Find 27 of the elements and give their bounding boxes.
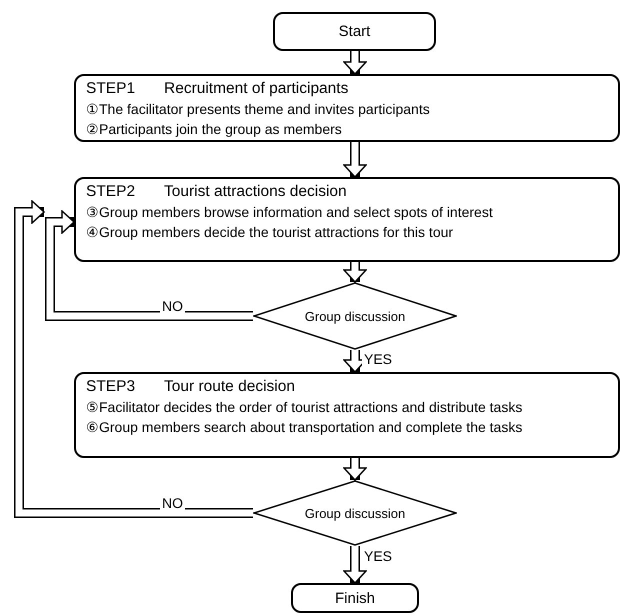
step-title: Recruitment of participants (164, 80, 348, 98)
edge-label: NO (160, 495, 185, 511)
terminal-box (273, 12, 436, 51)
terminal-label: Start (338, 23, 370, 40)
decision-label: Group discussion (304, 506, 406, 520)
step-number: STEP2 (86, 183, 136, 201)
step-box (74, 177, 620, 262)
step-item: ②Participants join the group as members (86, 120, 343, 139)
step-number: STEP3 (86, 378, 136, 396)
step-number: STEP1 (86, 80, 136, 98)
decision-diamond (253, 480, 457, 546)
terminal-box (291, 583, 419, 613)
step-title: Tour route decision (164, 378, 295, 396)
step-item: ⑤Facilitator decides the order of tourist attractions and distribute tasks (86, 398, 524, 417)
decision-diamond (253, 282, 457, 350)
step-item: ④Group members decide the tourist attractions for this tour (86, 223, 454, 242)
decision-label: Group discussion (304, 308, 406, 324)
edge-label: YES (362, 351, 394, 367)
step-item: ①The facilitator presents theme and invites participants (86, 100, 431, 119)
edge-label: NO (160, 298, 185, 314)
step-box (74, 372, 620, 458)
step-item: ⑥Group members search about transportation and complete the tasks (86, 418, 524, 437)
step-item: ③Group members browse information and select spots of interest (86, 203, 494, 222)
step-box (74, 74, 620, 142)
step-title: Tourist attractions decision (164, 183, 347, 201)
terminal-label: Finish (334, 590, 375, 606)
edge-label: YES (362, 548, 394, 564)
